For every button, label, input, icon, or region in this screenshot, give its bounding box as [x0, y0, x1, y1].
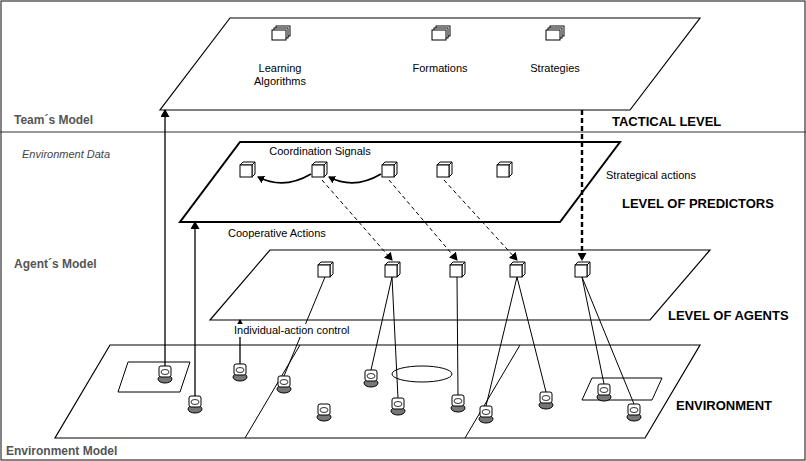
- agent-cube: [510, 262, 525, 277]
- connector: [165, 110, 166, 366]
- plane-outline: [55, 345, 700, 438]
- level-title: ENVIRONMENT: [676, 398, 772, 413]
- robot-icon: [451, 395, 465, 412]
- tactical-plane: Learning AlgorithmsFormationsStrategiesT…: [160, 18, 700, 110]
- data-label: Environment Data: [22, 148, 110, 161]
- item-label: Strategies: [515, 62, 595, 75]
- level-title: TACTICAL LEVEL: [612, 114, 721, 129]
- robot-icon: [158, 366, 172, 383]
- plane-outline: [180, 142, 620, 222]
- signal-label: Coordination Signals: [250, 145, 390, 158]
- agents-plane: LEVEL OF AGENTS: [210, 250, 710, 320]
- goal-area: [582, 378, 662, 400]
- learning-icon: [272, 26, 290, 40]
- robot-icon: [317, 404, 331, 421]
- predictor-cube: [240, 162, 255, 177]
- robot-icon: [391, 398, 405, 415]
- plane-outline: [210, 250, 710, 320]
- level-title: LEVEL OF PREDICTORS: [622, 196, 774, 211]
- level-title: LEVEL OF AGENTS: [668, 308, 789, 323]
- edge-label: Cooperative Actions: [226, 227, 328, 240]
- robot-icon: [277, 376, 291, 393]
- edge-label: Strategical actions: [604, 169, 698, 182]
- edge-label: Individual-action control: [232, 324, 352, 337]
- robot-icon: [188, 396, 202, 413]
- agent-cube: [385, 262, 400, 277]
- field-divider: [245, 345, 300, 438]
- model-label: Environment Model: [6, 444, 117, 458]
- robot-icon: [479, 406, 493, 423]
- robot-icon: [364, 370, 378, 387]
- agent-cube: [575, 262, 590, 277]
- field-divider: [465, 345, 520, 438]
- model-label: Team´s Model: [14, 113, 93, 127]
- formation-icon: [432, 26, 450, 40]
- strategy-icon: [546, 26, 564, 40]
- agent-cube: [450, 262, 465, 277]
- agent-cube: [318, 262, 333, 277]
- robot-icon: [539, 392, 553, 409]
- predictors-plane: Coordination SignalsLEVEL OF PREDICTORS: [180, 142, 620, 222]
- predictor-cube: [437, 162, 452, 177]
- environment-plane: ENVIRONMENT: [55, 345, 700, 438]
- obstacle-cloud: [392, 366, 452, 382]
- item-label: Formations: [400, 62, 480, 75]
- connector: [322, 180, 517, 260]
- predictor-cube: [497, 162, 512, 177]
- goal-area: [118, 362, 190, 392]
- item-label: Learning Algorithms: [235, 62, 325, 88]
- connector: [582, 110, 583, 260]
- robot-icon: [627, 404, 641, 421]
- robot-icon: [233, 364, 247, 381]
- coordination-arrow: [329, 174, 381, 183]
- band-line: [0, 131, 806, 132]
- connector: [284, 277, 634, 406]
- robot-icon: [597, 384, 611, 401]
- predictor-cube: [382, 162, 397, 177]
- predictor-cube: [312, 162, 327, 177]
- connector: [195, 222, 196, 396]
- model-label: Agent´s Model: [14, 257, 97, 271]
- coordination-arrow: [258, 174, 311, 183]
